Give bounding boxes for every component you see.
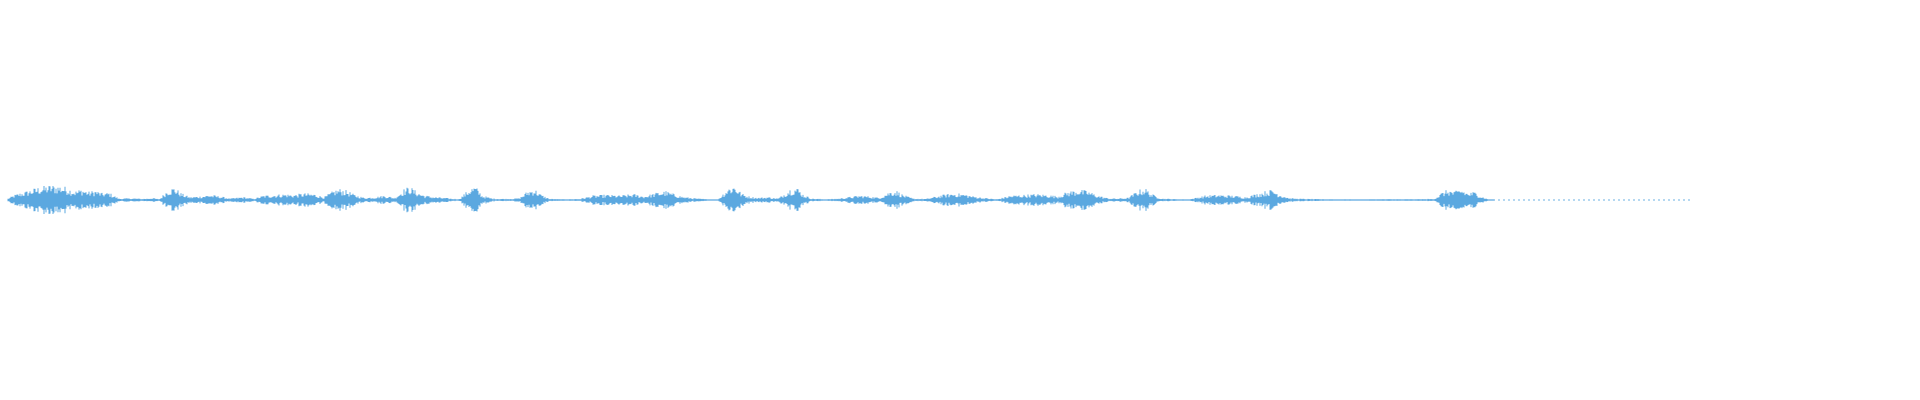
waveform-bars [7, 186, 1495, 214]
